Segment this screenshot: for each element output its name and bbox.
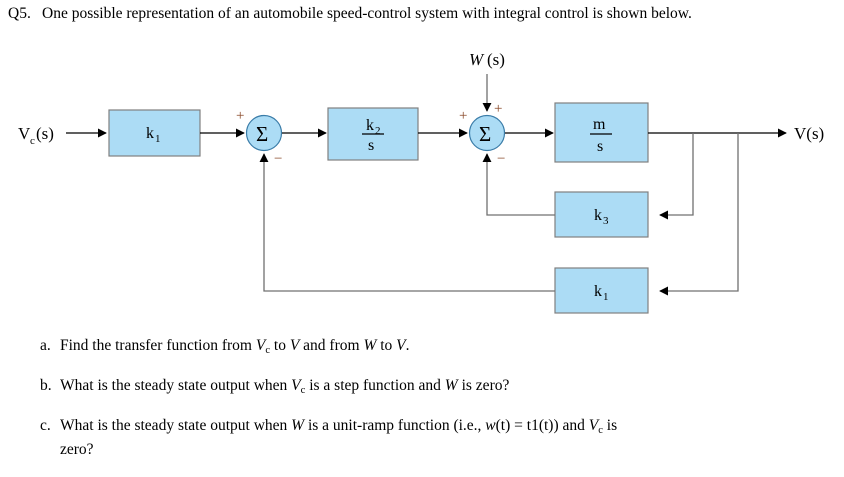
svg-text:Σ: Σ <box>256 122 268 146</box>
svg-text:2: 2 <box>375 125 381 137</box>
answer-text-c: What is the steady state output when W i… <box>60 417 618 458</box>
input-label-vc: V c (s) <box>18 124 54 147</box>
summer2-plus-sign-left: + <box>459 108 467 124</box>
svg-text:V(s): V(s) <box>794 124 824 143</box>
svg-text:m: m <box>593 116 606 133</box>
svg-text:(s): (s) <box>487 50 505 69</box>
summer1-minus-sign: − <box>274 151 282 167</box>
list-item: b. What is the steady state output when … <box>40 375 840 399</box>
summer1-plus-sign: + <box>236 108 244 124</box>
block-gain-k2-over-s: k 2 s <box>327 107 419 161</box>
svg-text:k: k <box>366 117 374 134</box>
summer2-minus-sign: − <box>497 151 505 167</box>
wire-output-to-k1fb <box>659 133 739 296</box>
output-label-v: V(s) <box>794 124 824 143</box>
wire-output-to-k3 <box>659 133 694 220</box>
wire-k1fb-to-summer1 <box>259 153 555 292</box>
question-number: Q5. <box>8 5 31 22</box>
svg-text:3: 3 <box>603 215 609 227</box>
summer2-plus-sign-top: + <box>494 101 502 117</box>
svg-text:1: 1 <box>603 291 609 303</box>
svg-text:k: k <box>146 125 154 142</box>
svg-text:k: k <box>594 283 602 300</box>
list-item: a. Find the transfer function from Vc to… <box>40 335 840 359</box>
block-gain-k1-feedback: k 1 <box>554 267 649 314</box>
list-item: c. What is the steady state output when … <box>40 415 840 461</box>
summer-1: Σ + − <box>236 108 282 167</box>
block-gain-k1-forward: k 1 <box>108 109 201 157</box>
svg-text:V: V <box>18 124 31 143</box>
answer-list: a. Find the transfer function from Vc to… <box>40 335 840 477</box>
block-gain-m-over-s: m s <box>554 102 649 163</box>
answer-letter-a: a. <box>40 337 51 354</box>
answer-letter-c: c. <box>40 417 51 434</box>
svg-text:1: 1 <box>155 133 161 145</box>
svg-text:s: s <box>368 137 374 154</box>
svg-text:k: k <box>594 207 602 224</box>
svg-text:(s): (s) <box>36 124 54 143</box>
question-text: One possible representation of an automo… <box>42 5 692 22</box>
disturbance-label-w: W (s) <box>469 50 505 69</box>
wire-k3-to-summer2 <box>482 153 555 216</box>
summer-2: Σ + + − <box>459 101 505 167</box>
block-gain-k3-feedback: k 3 <box>554 191 649 238</box>
page-root: Q5. One possible representation of an au… <box>0 2 844 458</box>
svg-text:Σ: Σ <box>479 122 491 146</box>
answer-text-b: What is the steady state output when Vc … <box>60 377 510 396</box>
svg-text:c: c <box>30 135 35 147</box>
question-header: Q5. One possible representation of an au… <box>8 2 836 25</box>
svg-text:W: W <box>469 50 485 69</box>
answer-text-a: Find the transfer function from Vc to V … <box>60 337 410 356</box>
block-diagram: V c (s) k 1 Σ + − <box>0 40 844 330</box>
svg-text:s: s <box>597 138 603 155</box>
answer-letter-b: b. <box>40 377 52 394</box>
